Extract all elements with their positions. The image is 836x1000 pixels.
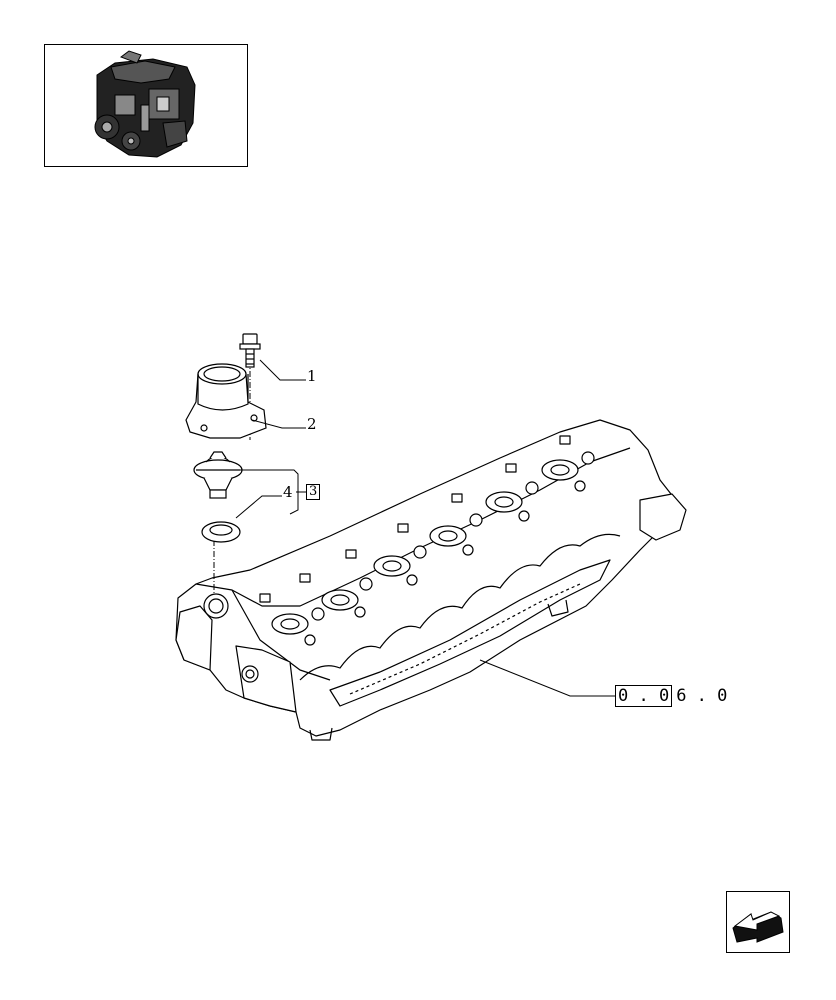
- previous-page-button[interactable]: [726, 891, 790, 953]
- thermostat-part: [193, 451, 243, 499]
- seal-ring-part: [201, 521, 241, 543]
- callout-3: 3: [306, 484, 321, 500]
- section-reference-boxed: 0 . 0: [615, 685, 673, 707]
- cylinder-head-drawing: [175, 419, 687, 741]
- callout-4: 4: [283, 483, 293, 501]
- engine-thumbnail-icon: [94, 50, 196, 158]
- leader-lines: [235, 359, 616, 697]
- callout-1: 1: [307, 367, 317, 385]
- callout-2: 2: [307, 415, 317, 433]
- thermostat-housing-part: [185, 363, 267, 439]
- section-reference-tail: 6 . 0: [676, 686, 728, 706]
- previous-arrow-icon: [732, 911, 784, 943]
- engine-thumbnail[interactable]: [44, 44, 248, 167]
- bolt-part: [239, 333, 261, 368]
- section-reference-link[interactable]: 0 . 0 6 . 0: [615, 685, 727, 707]
